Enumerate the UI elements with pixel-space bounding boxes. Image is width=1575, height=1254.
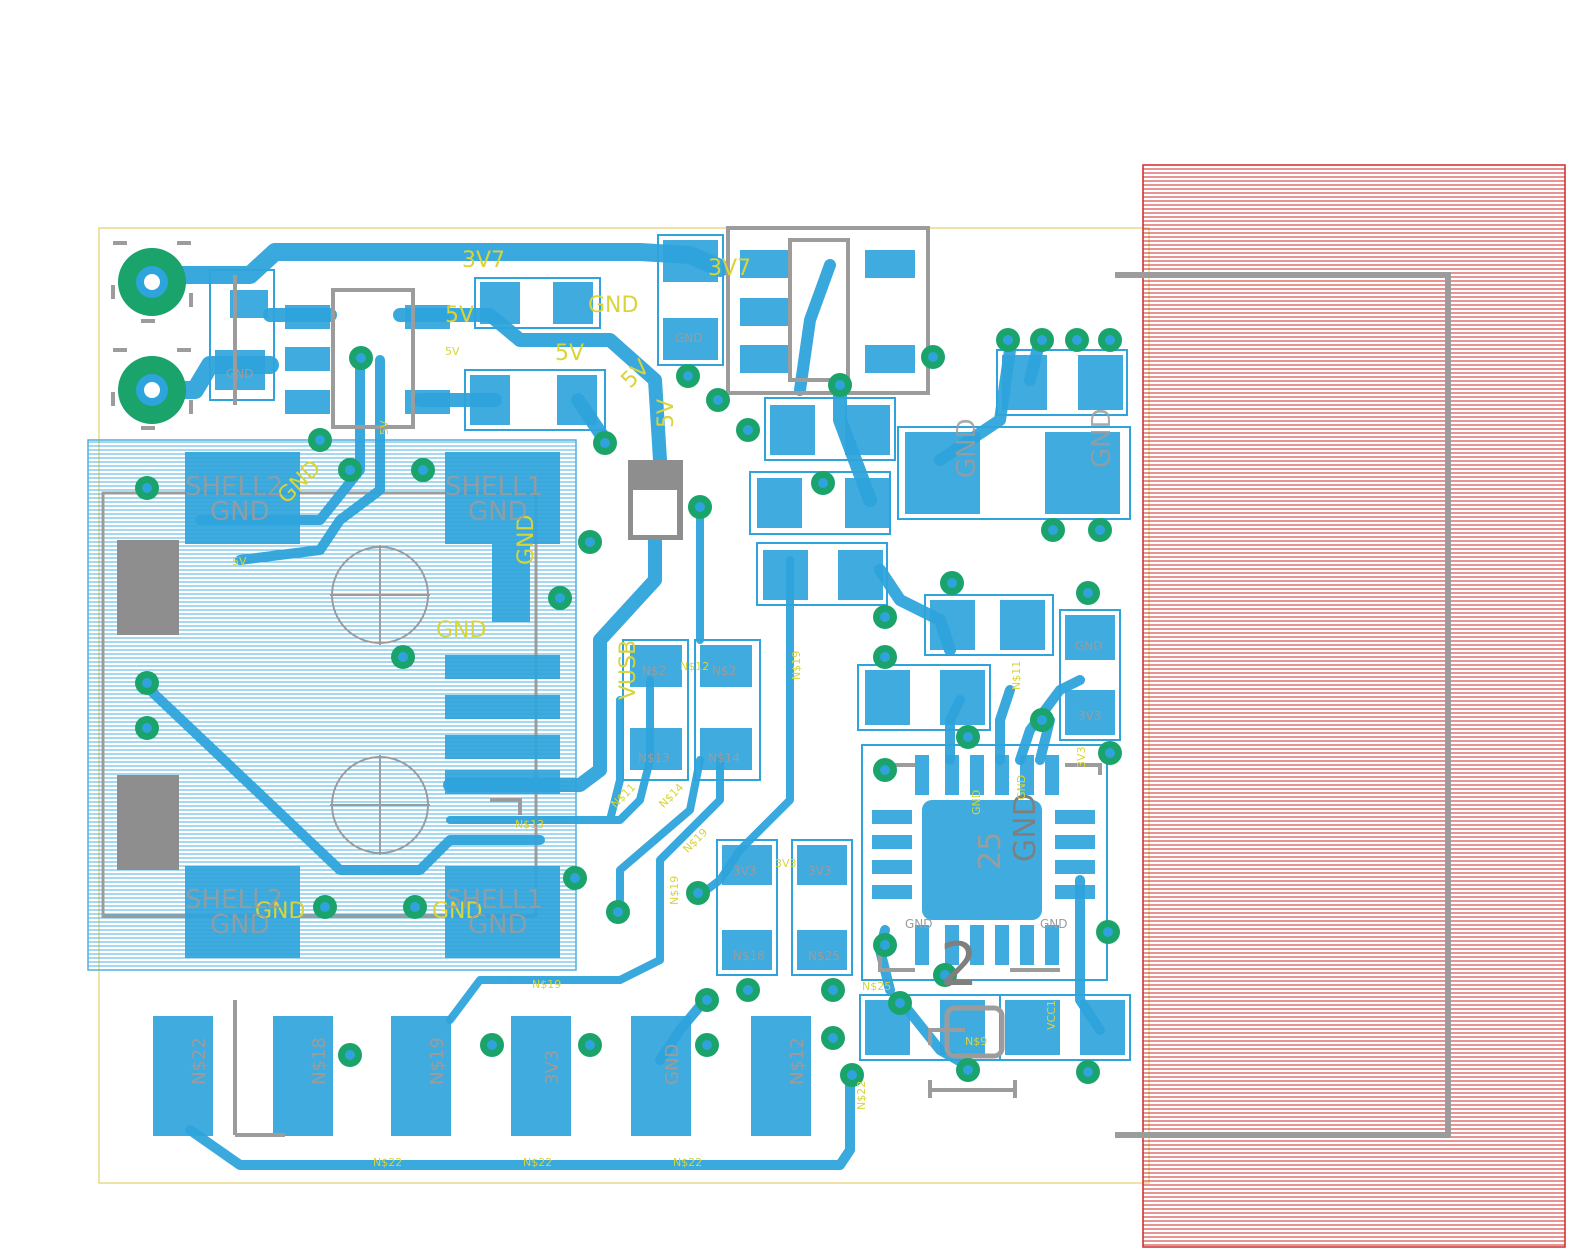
label-gnd-shell3: GND: [432, 899, 482, 924]
label-gnd-cap-a: GND: [952, 418, 982, 478]
ic-pin1-marker: 2: [940, 930, 978, 1000]
header-pin-labels: N$22 N$18 N$19 3V3 GND N$12: [189, 1037, 808, 1085]
header-pin-4-label: 3V3: [542, 1050, 563, 1085]
svg-text:N$19: N$19: [668, 876, 681, 905]
label-shell1: SHELL1: [445, 472, 543, 502]
component-silk: [209, 234, 1131, 1061]
label-gnd-top: GND: [588, 293, 638, 318]
net-labels-large: 3V7 3V7 5V GND 5V 5V 5V GND GND GND VUSB…: [255, 248, 751, 924]
svg-text:5V: 5V: [378, 420, 391, 435]
svg-text:N$19: N$19: [532, 978, 561, 991]
svg-text:N$14: N$14: [656, 781, 686, 811]
label-gnd-cap-b: GND: [1087, 408, 1117, 468]
pad-label-3v3-b: 3V3: [808, 864, 831, 878]
label-shell2-bottom: SHELL2: [185, 885, 283, 915]
pad-label-3v3-r1: 3V3: [1078, 709, 1101, 723]
connector-labels: SHELL2 GND SHELL1 GND SHELL2 GND SHELL1 …: [185, 408, 1117, 940]
label-5v-vert: 5V: [654, 399, 679, 428]
header-pin-1-label: N$22: [189, 1037, 210, 1085]
svg-text:N$11: N$11: [1010, 661, 1023, 690]
label-3v7-top: 3V7: [462, 248, 505, 273]
header-pin-2-label: N$18: [309, 1037, 330, 1085]
label-3v7-switch: 3V7: [708, 256, 751, 281]
diode-body-window: [633, 490, 677, 535]
pad-label-gnd-reg: GND: [226, 367, 254, 381]
via-holes: [142, 335, 1115, 1080]
pad-label-gnd-top: GND: [675, 331, 703, 345]
module-silk-outline: [1115, 272, 1451, 1138]
svg-text:N$9: N$9: [965, 1035, 987, 1048]
svg-text:N$13: N$13: [515, 818, 544, 831]
svg-text:N$22: N$22: [855, 1081, 868, 1110]
header-pin-5-label: GND: [662, 1044, 683, 1085]
svg-text:GND: GND: [1015, 775, 1028, 800]
pad-labels: GND GND 3V3 3V3 N$18 N$25 N$2 N$2 N$13 N…: [226, 331, 1103, 963]
pad-label-n18: N$18: [733, 949, 765, 963]
ic-gnd-label: GND: [1008, 793, 1043, 862]
label-gnd-usb: GND: [436, 618, 486, 643]
antenna-keepout-region: [1142, 164, 1566, 1248]
smd-pads: [153, 240, 1125, 1136]
label-shell1-bottom: SHELL1: [445, 885, 543, 915]
pad-label-gnd-ic-a: GND: [905, 917, 933, 931]
header-pin-6-label: N$12: [787, 1037, 808, 1085]
ic-pin-count-label: 25: [973, 832, 1008, 870]
usb-shell-silk-blocks: [117, 540, 179, 870]
svg-text:N$25: N$25: [862, 980, 891, 993]
label-5v-reg: 5V: [445, 303, 474, 328]
pad-label-n25: N$25: [808, 949, 840, 963]
svg-text:N$12: N$12: [680, 660, 709, 673]
pad-label-n13: N$13: [638, 751, 670, 765]
svg-text:N$22: N$22: [673, 1156, 702, 1169]
pad-label-n2-a: N$2: [642, 664, 666, 678]
svg-text:N$22: N$22: [373, 1156, 402, 1169]
svg-text:GND: GND: [970, 790, 983, 815]
svg-text:N$19: N$19: [790, 651, 803, 680]
label-5v-mid: 5V: [555, 341, 584, 366]
pad-label-n2-b: N$2: [712, 664, 736, 678]
label-vusb: VUSB: [616, 640, 641, 700]
pad-label-3v3-a: 3V3: [733, 864, 756, 878]
label-gnd-vert: GND: [514, 515, 539, 565]
svg-text:5V: 5V: [445, 345, 460, 358]
pad-label-gnd-ic-b: GND: [1040, 917, 1068, 931]
label-gnd-shell-tr: GND: [468, 497, 528, 527]
label-shell2-top: SHELL2: [185, 472, 283, 502]
gray-silk: [233, 226, 1102, 1137]
label-gnd-shell-bl: GND: [210, 910, 270, 940]
svg-text:3V3: 3V3: [775, 857, 797, 870]
svg-text:3V3: 3V3: [1075, 746, 1088, 768]
pad-label-gnd-r1: GND: [1075, 639, 1103, 653]
ic-overlay-rect: [944, 1005, 1005, 1059]
svg-text:N$22: N$22: [523, 1156, 552, 1169]
svg-text:VCC1: VCC1: [1045, 1000, 1058, 1030]
header-pin-3-label: N$19: [427, 1037, 448, 1085]
mounting-holes: [111, 241, 193, 430]
pad-label-n14: N$14: [708, 751, 740, 765]
label-gnd-shell-tl: GND: [210, 497, 270, 527]
label-gnd-shell2: GND: [255, 899, 305, 924]
label-gnd-shell-br: GND: [468, 910, 528, 940]
usb-mount-circles: [330, 545, 430, 855]
svg-text:5V: 5V: [232, 555, 247, 568]
